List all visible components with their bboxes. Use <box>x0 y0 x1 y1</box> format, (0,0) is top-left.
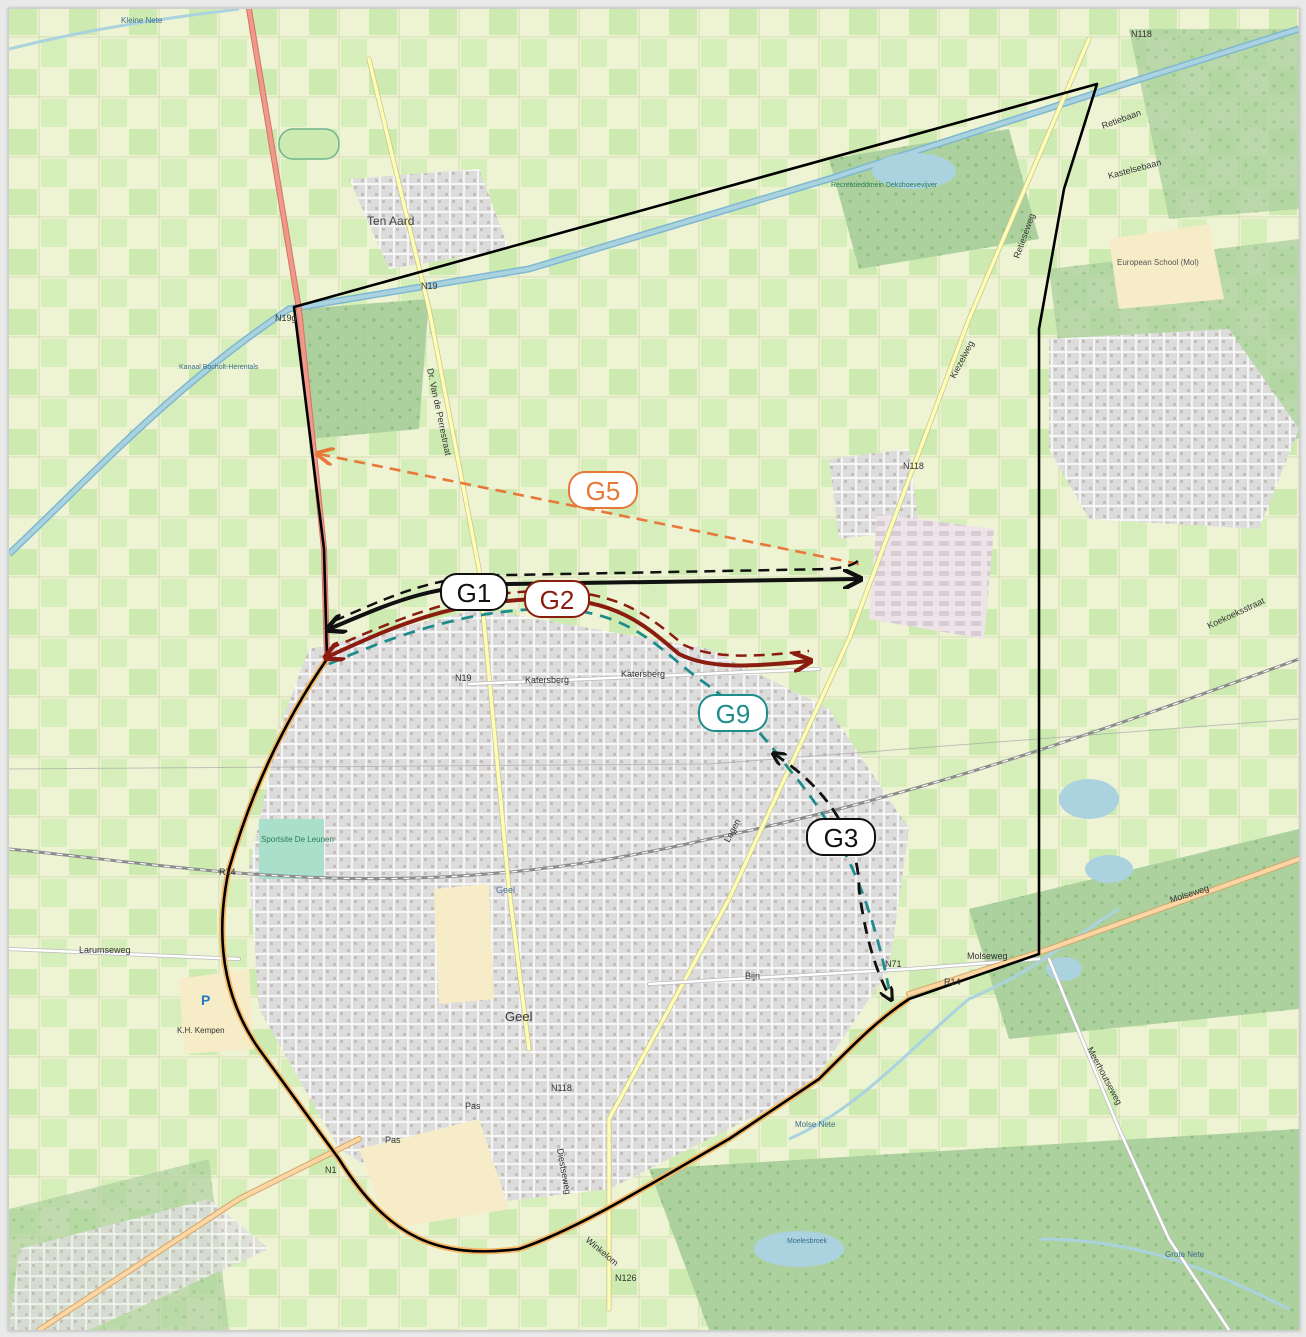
label-n118-mid: N118 <box>903 461 924 471</box>
route-label-g1[interactable]: G1 <box>440 573 508 611</box>
label-sportsite: Sportsite De Leunen <box>261 835 334 844</box>
label-kleine-nete: Kleine Nete <box>121 16 163 25</box>
route-label-g9[interactable]: G9 <box>698 694 768 732</box>
dekshoeve-pond <box>872 153 956 189</box>
label-n19g: N19g <box>275 313 297 323</box>
route-label-g5-text: G5 <box>586 476 621 506</box>
study-area-boundary <box>220 82 1099 1253</box>
place-labels: Ten Aard Geel Geel Sportsite De Leunen K… <box>121 16 1205 1259</box>
label-n118-top: N118 <box>1131 29 1152 39</box>
route-label-g1-text: G1 <box>457 578 492 608</box>
geel-town-area <box>249 609 909 1209</box>
label-katersberg-1: Katersberg <box>525 675 569 685</box>
route-label-g3[interactable]: G3 <box>806 818 876 856</box>
label-grote-nete: Grote Nete <box>1165 1250 1205 1259</box>
label-n19-top: N19 <box>421 281 438 291</box>
label-molse-nete: Molse Nete <box>795 1120 836 1129</box>
label-n71: N71 <box>885 959 902 969</box>
grote-nete-river <box>1038 1237 1290 1311</box>
route-label-g9-text: G9 <box>716 699 751 729</box>
label-geel-center: Geel <box>505 1009 533 1024</box>
label-ten-aard: Ten Aard <box>367 214 414 228</box>
label-r14-left: R14 <box>219 867 236 877</box>
built-up-areas <box>9 169 1299 1330</box>
route-label-g5[interactable]: G5 <box>568 471 638 509</box>
parking-icon: P <box>201 992 210 1008</box>
route-label-g3-text: G3 <box>824 823 859 853</box>
sportsite-area <box>259 819 324 879</box>
kleine-nete-river <box>9 9 240 51</box>
ten-aard-area <box>349 169 509 269</box>
label-n126: N126 <box>615 1273 637 1283</box>
map-frame: Ten Aard Geel Geel Sportsite De Leunen K… <box>8 8 1300 1331</box>
label-molseweg-1: Molseweg <box>967 951 1008 961</box>
moelesbroek-pond <box>754 1231 844 1267</box>
label-n118-bottom: N118 <box>551 1083 572 1093</box>
label-katersberg-2: Katersberg <box>621 669 665 679</box>
map-canvas[interactable]: Ten Aard Geel Geel Sportsite De Leunen K… <box>9 9 1299 1330</box>
label-n19-mid: N19 <box>455 673 472 683</box>
label-geel-station: Geel <box>496 885 515 895</box>
route-label-g2-text: G2 <box>540 585 575 615</box>
label-bijn-1: Bijn <box>745 971 760 981</box>
label-n1x: N1 <box>325 1165 337 1175</box>
water-features <box>9 9 1299 1311</box>
label-moelesbroek: Moelesbroek <box>787 1238 828 1245</box>
route-g3-line <box>774 754 891 999</box>
route-g1-dashed <box>333 556 863 623</box>
industrial-areas <box>179 224 1224 1229</box>
label-recreatiedomein: Recreatiedomein Dekshoevevijver <box>831 182 938 189</box>
label-r14-right: R14 <box>944 977 961 987</box>
label-larumseweg: Larumseweg <box>79 945 131 955</box>
mol-area <box>1049 329 1299 529</box>
label-pas-1: Pas <box>465 1101 481 1111</box>
route-label-g2[interactable]: G2 <box>524 580 590 618</box>
label-pas-2: Pas <box>385 1135 401 1145</box>
label-kanaal: Kanaal Bocholt-Herentals <box>179 364 259 371</box>
label-kh-kempen: K.H. Kempen <box>177 1026 225 1035</box>
label-european-school: European School (Mol) <box>1117 258 1199 267</box>
